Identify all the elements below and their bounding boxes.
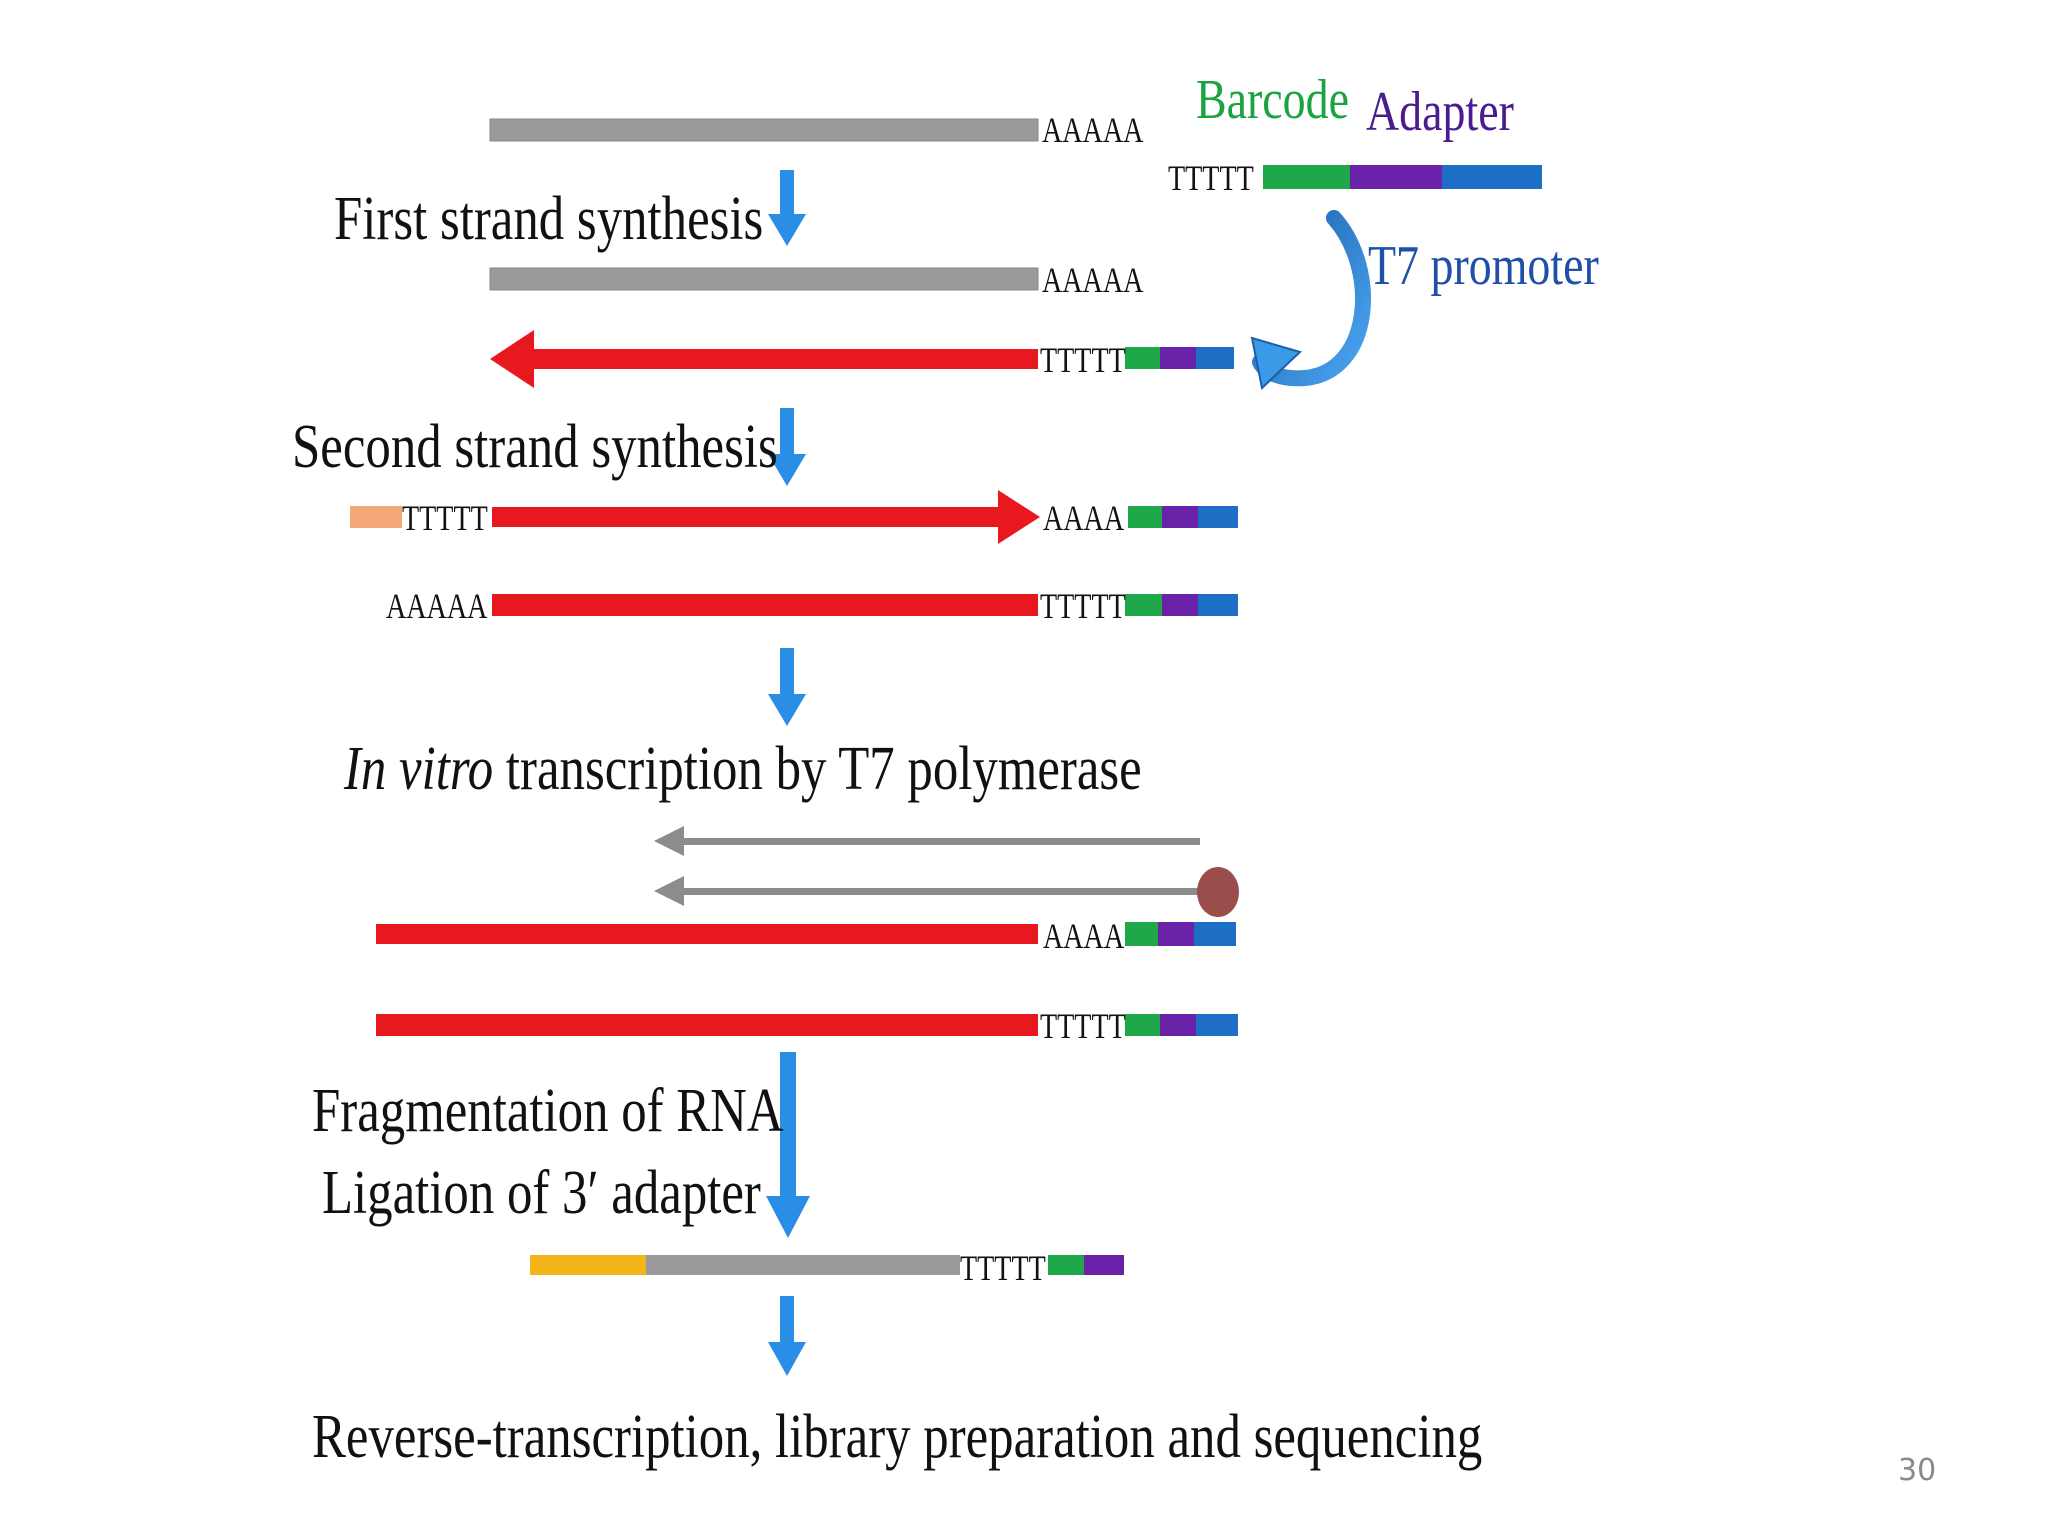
polyt-row5: TTTTT — [1040, 586, 1126, 626]
row5-adapter — [1162, 594, 1198, 616]
t7-curved-arrow — [1250, 210, 1371, 390]
polya-row1: AAAAA — [1042, 110, 1144, 150]
primer-adapter-segment — [1350, 165, 1442, 189]
primer-barcode-segment — [1263, 165, 1350, 189]
step-arrow-2 — [768, 408, 806, 486]
polyt-row3: TTTTT — [1040, 340, 1126, 380]
t7-polymerase — [1197, 867, 1239, 917]
step-first-strand: First strand synthesis — [334, 185, 764, 253]
polyt-row7: TTTTT — [1040, 1006, 1126, 1046]
step-arrow-3 — [768, 648, 806, 726]
template-strand-2 — [376, 1014, 1038, 1036]
row8-adapter — [1084, 1255, 1124, 1275]
row7-t7 — [1196, 1014, 1238, 1036]
row3-barcode — [1125, 347, 1160, 369]
polyt-row8: TTTTT — [960, 1248, 1046, 1288]
polya-row5-left: AAAAA — [386, 586, 488, 626]
step-arrow-1 — [768, 170, 806, 246]
row4-t7 — [1198, 506, 1238, 528]
second-strand-cdna — [492, 490, 1040, 544]
barcode-label: Barcode — [1196, 69, 1349, 131]
page-number: 30 — [1898, 1453, 1937, 1488]
row4-barcode — [1128, 506, 1162, 528]
rna-transcript-arrow-2 — [654, 876, 1216, 906]
row3-t7 — [1196, 347, 1234, 369]
step-ligation: Ligation of 3′ adapter — [322, 1159, 761, 1227]
polya-row4: AAAA — [1043, 498, 1125, 538]
row3-adapter — [1160, 347, 1196, 369]
polya-row2: AAAAA — [1042, 260, 1144, 300]
yellow-3-adapter — [530, 1255, 646, 1275]
row4-adapter — [1162, 506, 1198, 528]
step-ivt-italic: In vitro — [344, 735, 494, 803]
step-ivt: In vitro transcription by T7 polymerase — [344, 738, 1142, 800]
row6-t7 — [1194, 922, 1236, 946]
step-arrow-5 — [768, 1296, 806, 1376]
first-strand-cdna — [490, 330, 1038, 388]
row6-barcode — [1125, 922, 1158, 946]
rna-transcript-arrow-1 — [654, 826, 1200, 856]
polyt-primer: TTTTT — [1168, 158, 1254, 198]
rna-fragment — [646, 1255, 960, 1275]
step-fragmentation: Fragmentation of RNA — [312, 1077, 784, 1145]
orange-tag — [350, 506, 402, 528]
mrna-strand — [489, 118, 1039, 142]
template-strand-1 — [376, 924, 1038, 944]
row7-barcode — [1125, 1014, 1160, 1036]
polyt-row4-left: TTTTT — [402, 498, 488, 538]
mrna-strand-2 — [489, 267, 1039, 291]
row6-adapter — [1158, 922, 1194, 946]
step-final: Reverse-transcription, library preparati… — [312, 1403, 1483, 1471]
step-arrow-4 — [766, 1052, 810, 1238]
primer-t7-segment — [1442, 165, 1542, 189]
adapter-label: Adapter — [1366, 81, 1514, 143]
polya-row6: AAAA — [1043, 916, 1125, 956]
row7-adapter — [1160, 1014, 1196, 1036]
paired-cdna-strand — [492, 594, 1038, 616]
row8-barcode — [1048, 1255, 1084, 1275]
step-ivt-rest: transcription by T7 polymerase — [493, 735, 1142, 803]
t7-promoter-label: T7 promoter — [1368, 235, 1599, 297]
step-second-strand: Second strand synthesis — [292, 413, 778, 481]
row5-barcode — [1125, 594, 1162, 616]
row5-t7 — [1198, 594, 1238, 616]
